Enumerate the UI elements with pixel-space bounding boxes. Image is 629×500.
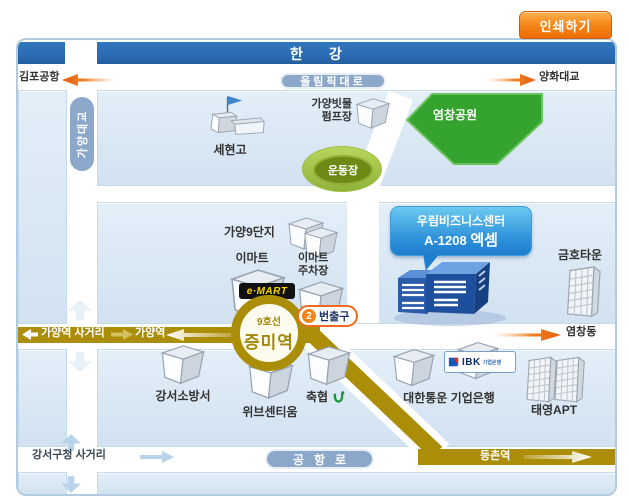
line9-label: 9호선 (257, 317, 281, 328)
emart-parking-line1: 이마트 (298, 252, 329, 264)
city-block (18, 349, 67, 447)
ibk-logo: IBK 기업은행 (444, 351, 516, 373)
kumho-town-building-icon (560, 261, 604, 321)
emart-label: 이마트 (235, 251, 269, 265)
arrow-left-white-long-icon (166, 329, 232, 341)
arrow-right-orange-icon (497, 329, 561, 341)
road-gold-south (418, 449, 615, 465)
arrow-left-white-icon (22, 329, 38, 340)
gayang-bridge-pill: 가양대교 (70, 97, 94, 171)
pump-station-line1: 가양빗물 (311, 98, 352, 110)
chukhyup-text: 축협 (306, 389, 329, 404)
han-river-label: 한강 (290, 46, 368, 62)
pump-station-line2: 펌프장 (321, 110, 352, 123)
road-gold-west (18, 327, 260, 343)
gimpo-airport-label: 김포공항 (19, 71, 60, 83)
taeyoung-apt-building-icon (548, 352, 588, 406)
arrow-up-icon (68, 300, 92, 320)
arrow-right-orange-icon (490, 74, 536, 86)
ibk-subtext: 기업은행 (482, 359, 502, 366)
arrow-right-gold-icon (111, 329, 133, 340)
playground-track: 운동장 (313, 155, 373, 185)
chukhyup-logo-icon (331, 390, 346, 405)
gangseo-crossing-label: 강서구청 사거리 (32, 449, 106, 461)
pump-station-label: 가양빗물 펌프장 (300, 98, 352, 123)
emart-logo: e·MART (239, 283, 295, 299)
callout-room: A-1208 (424, 233, 467, 248)
print-button[interactable]: 인쇄하기 (519, 11, 612, 39)
arrow-down-icon (68, 352, 92, 372)
daehan-ibk-label: 대한통운 기업은행 (403, 391, 495, 405)
deungchon-station-label: 등촌역 (480, 450, 511, 462)
city-block (97, 472, 615, 494)
emart-parking-label: 이마트 주차장 (298, 252, 328, 277)
road-vertical-center (347, 201, 379, 323)
arrow-down-icon (61, 476, 81, 493)
gayang9-label: 가양9단지 (224, 225, 275, 239)
pump-station-building-icon (354, 95, 392, 131)
olympic-road-label: 올림픽대로 (300, 76, 366, 88)
exem-callout-bubble: 우림비즈니스센터 A-1208 엑셈 (390, 206, 532, 256)
yeomchang-park-shape (405, 93, 543, 165)
city-block (18, 90, 67, 324)
map-canvas: 한강 김포공항 올림픽대로 양화대교 가양대교 세현고 가양빗물 (16, 38, 617, 496)
gayang-bridge-label: 가양대교 (77, 109, 90, 159)
ibk-mark-icon (448, 356, 460, 368)
jeungmi-station-circle: 9호선 증미역 (231, 295, 307, 371)
fire-station-building-icon (158, 341, 208, 387)
sehyun-school-label: 세현고 (213, 143, 247, 157)
arrow-left-orange-icon (62, 74, 112, 86)
gayang-crossing-label: 가양역 사거리 (41, 327, 105, 339)
chukhyup-building-icon (304, 342, 354, 388)
chukhyup-label: 축협 (306, 390, 346, 405)
taeyoung-apt-label: 태영APT (530, 403, 578, 417)
arrow-right-white-icon (524, 451, 592, 463)
arrow-right-blue-icon (140, 451, 174, 463)
ibk-text: IBK (462, 356, 481, 368)
exit-number: 2 (302, 309, 316, 323)
emart-parking-line2: 주차장 (298, 264, 329, 277)
exem-building-icon (388, 252, 538, 328)
exit-label: 번출구 (319, 311, 350, 323)
kumho-town-label: 금호타운 (557, 248, 603, 262)
callout-company: 엑셈 (470, 232, 498, 249)
han-river-bar (18, 42, 65, 64)
station-name-label: 증미역 (244, 333, 294, 352)
airport-road-pill: 공항로 (265, 449, 374, 469)
daehan-building-icon (390, 345, 438, 389)
city-block (18, 472, 67, 494)
airport-road-label: 공항로 (292, 452, 357, 467)
fire-station-label: 강서소방서 (155, 389, 211, 403)
gayang-station-label: 가양역 (135, 327, 166, 339)
sehyun-school-building-icon (200, 93, 266, 141)
weve-centium-label: 위브센티움 (242, 405, 298, 419)
arrow-up-icon (61, 434, 81, 451)
exit2-badge: 2 번출구 (297, 305, 359, 327)
han-river-bar (97, 42, 615, 64)
playground-label: 운동장 (327, 165, 359, 177)
yeomchang-park-label: 염창공원 (432, 108, 478, 122)
callout-line1: 우림비즈니스센터 (416, 214, 506, 228)
yeomchang-dong-label: 염창동 (566, 326, 597, 338)
yanghwa-bridge-label: 양화대교 (539, 71, 580, 83)
callout-line2: A-1208 엑셈 (424, 229, 498, 250)
olympic-road-pill: 올림픽대로 (280, 73, 386, 89)
